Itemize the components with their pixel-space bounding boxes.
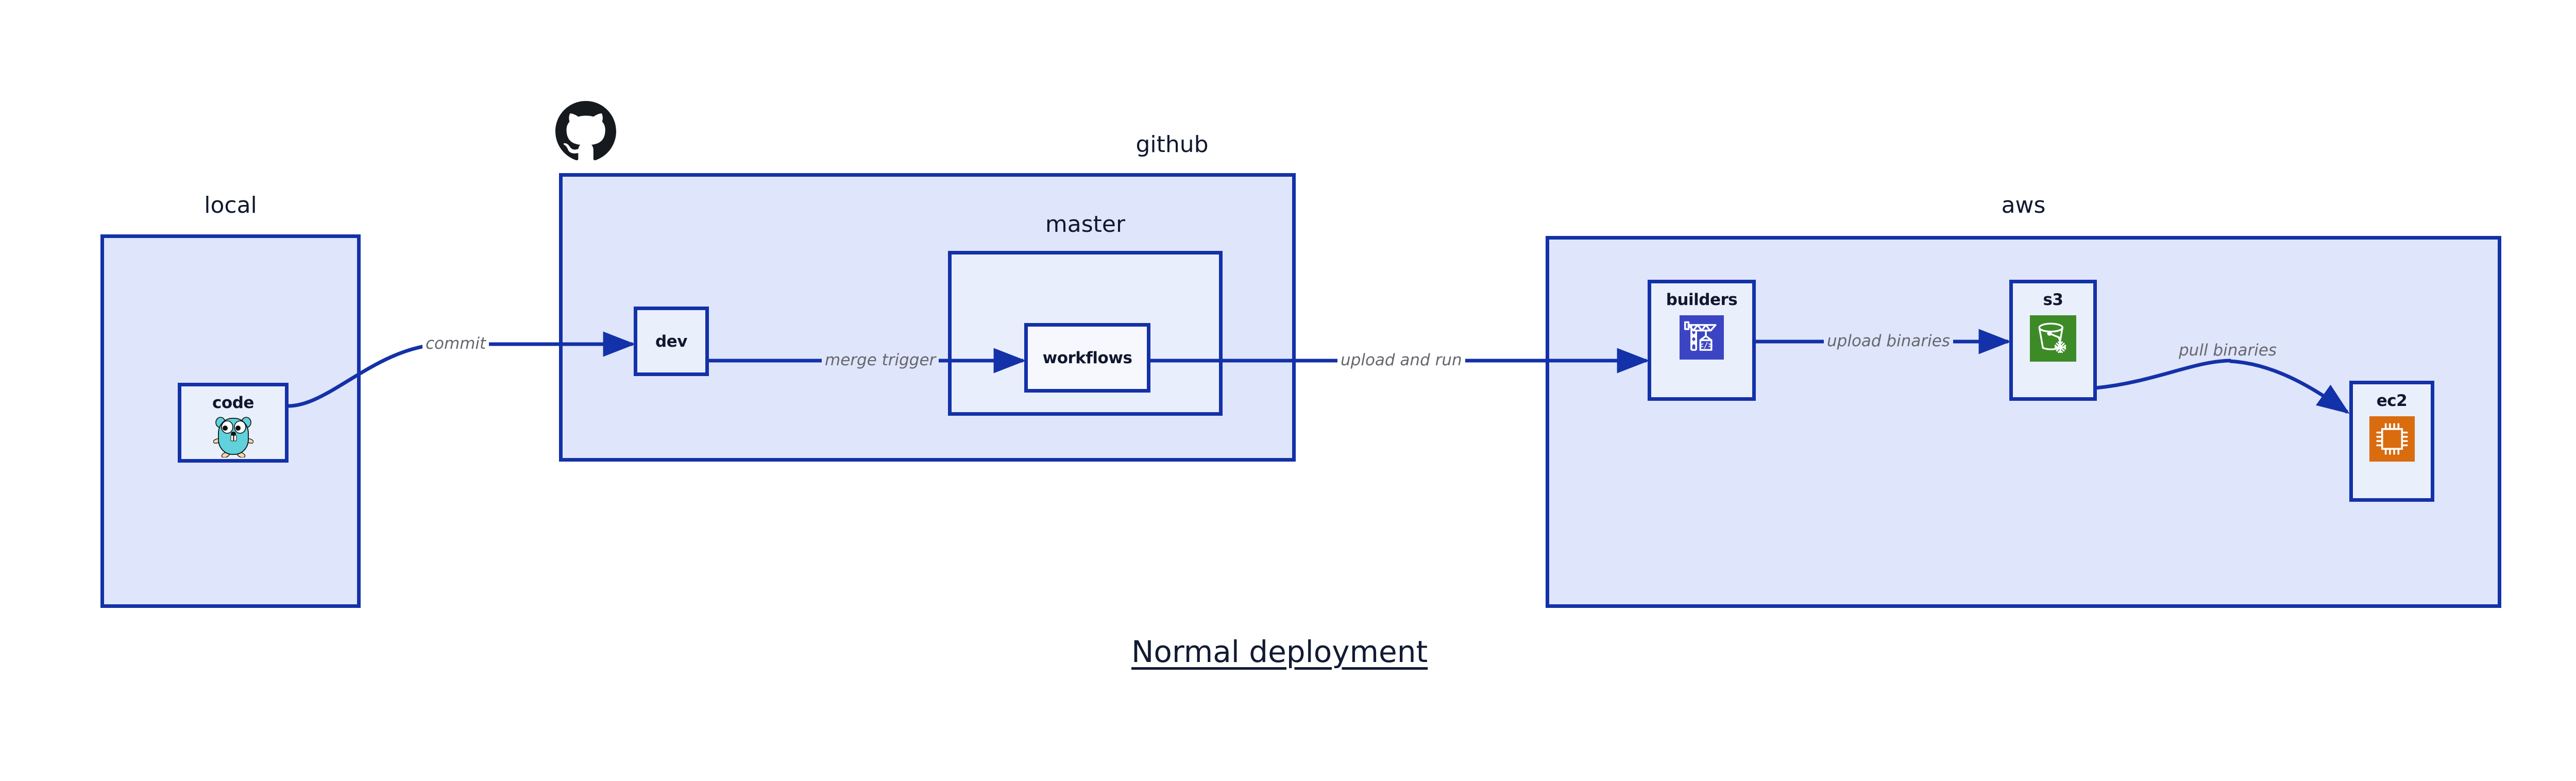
group-aws-label: aws <box>2001 192 2046 218</box>
edge-label-commit: commit <box>422 336 489 352</box>
edge-label-upload-and-run: upload and run <box>1337 352 1465 368</box>
node-builders-label: builders <box>1666 291 1738 309</box>
node-code[interactable]: code <box>178 383 289 463</box>
edge-label-merge-trigger: merge trigger <box>822 352 939 368</box>
group-github-label: github <box>1136 131 1209 158</box>
diagram-title: Normal deployment <box>1131 634 1428 669</box>
node-code-label: code <box>212 394 254 412</box>
node-s3-label: s3 <box>2043 291 2063 309</box>
svg-text:</>: </> <box>1699 341 1713 350</box>
node-dev[interactable]: dev <box>634 307 709 376</box>
edge-label-pull-binaries: pull binaries <box>2176 343 2280 359</box>
node-ec2[interactable]: ec2 <box>2349 381 2434 502</box>
node-builders[interactable]: builders <box>1648 280 1756 401</box>
node-dev-label: dev <box>655 332 687 351</box>
edge-label-upload-binaries: upload binaries <box>1824 333 1953 349</box>
github-octocat-icon <box>555 101 617 164</box>
go-gopher-icon <box>213 415 253 460</box>
node-s3[interactable]: s3 <box>2009 280 2097 401</box>
s3-bucket-icon <box>2030 315 2076 364</box>
group-master-label: master <box>1045 211 1126 237</box>
group-local-label: local <box>204 192 257 218</box>
cpu-chip-icon <box>2369 416 2415 464</box>
node-workflows-label: workflows <box>1042 348 1132 367</box>
node-workflows[interactable]: workflows <box>1024 323 1150 393</box>
crane-code-icon: </> <box>1680 315 1724 362</box>
node-ec2-label: ec2 <box>2376 392 2408 410</box>
